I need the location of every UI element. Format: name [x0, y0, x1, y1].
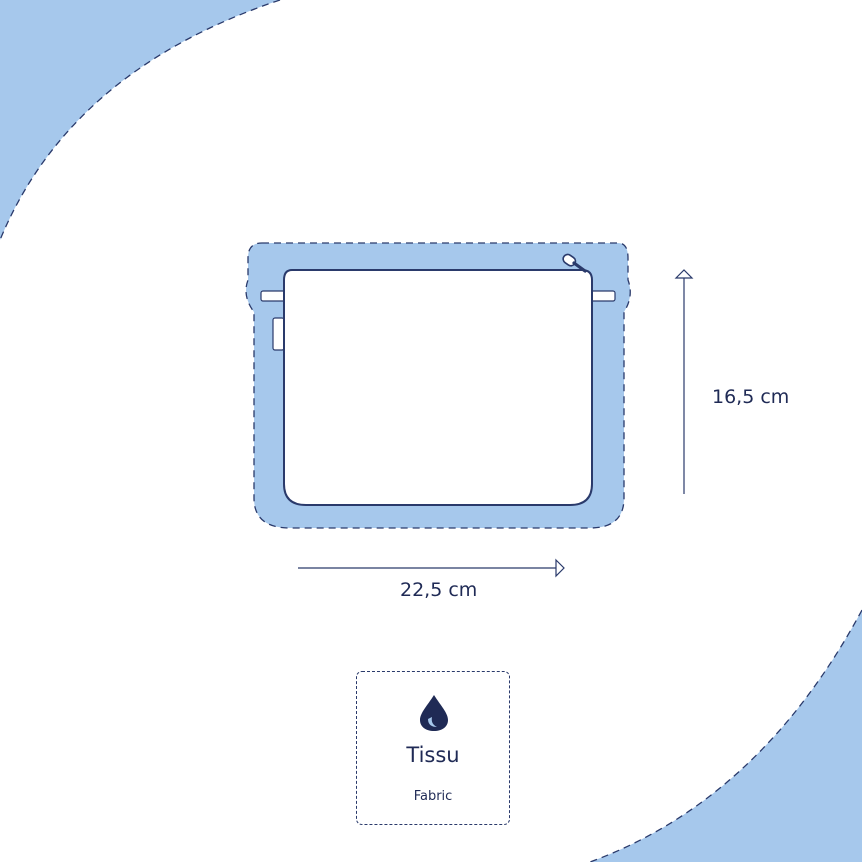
background-arc-top-left — [0, 0, 280, 240]
material-name: Tissu — [406, 743, 460, 767]
material-card: Tissu Fabric — [356, 671, 510, 825]
height-dimension-arrow — [674, 269, 694, 494]
zipper-tab-right — [589, 290, 616, 302]
zipper-pull-icon — [562, 253, 587, 273]
zipper-tab-left — [260, 290, 287, 302]
water-drop-icon — [420, 695, 448, 731]
pouch-front-panel — [283, 269, 593, 506]
pouch — [245, 242, 631, 529]
material-subtitle: Fabric — [413, 789, 453, 804]
background-arc-bottom-right — [590, 610, 862, 862]
background-arc-bottom-right-stitch — [589, 609, 862, 862]
width-dimension-arrow — [298, 558, 565, 578]
height-dimension-label: 16,5 cm — [712, 386, 790, 408]
width-dimension-label: 22,5 cm — [400, 579, 478, 601]
side-label-tag — [272, 317, 285, 351]
